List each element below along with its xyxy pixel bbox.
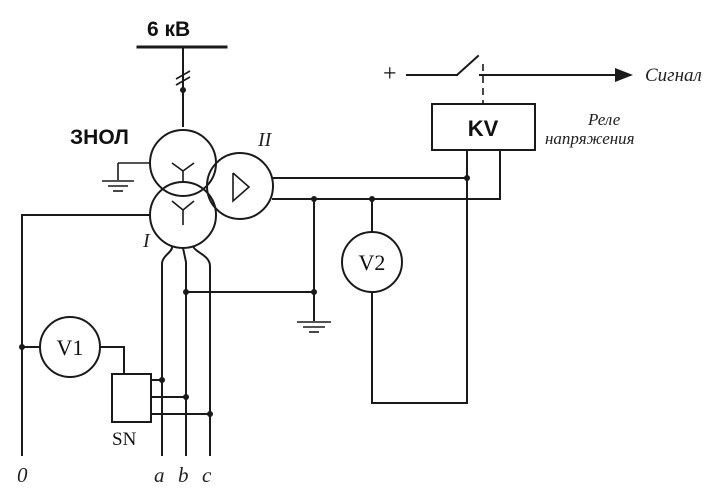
relay-caption-line2: напряжения <box>545 129 635 148</box>
wye-symbol-primary-icon <box>171 200 195 225</box>
ground-symbol-top-icon <box>102 180 134 192</box>
open-delta-symbol-icon <box>232 172 251 203</box>
ground-symbol-secondary-icon <box>297 321 331 333</box>
ground-link-node <box>311 289 317 295</box>
feed-break-mark-1 <box>175 70 191 80</box>
relay-caption-line1: Реле <box>587 110 621 129</box>
sn-node-c <box>207 411 213 417</box>
relay-contact-blade <box>455 54 480 77</box>
selector-switch-sn-label: SN <box>112 429 137 450</box>
feed-break-mark-2 <box>175 76 191 86</box>
voltmeter-v2-label: V2 <box>359 250 386 275</box>
relay-kv-label: KV <box>468 116 499 141</box>
feed-node <box>180 87 186 93</box>
phase-b-conductor <box>181 246 187 456</box>
supply-voltage-label: 6 кВ <box>147 18 190 41</box>
sn-node-a <box>159 377 165 383</box>
terminal-zero-label: 0 <box>17 463 28 487</box>
terminal-b-label: b <box>178 463 189 487</box>
wye-symbol-top-icon <box>171 162 195 183</box>
winding-primary-label: I <box>142 230 151 252</box>
voltmeter-v1-label: V1 <box>57 335 84 360</box>
phase-c-conductor <box>192 246 211 456</box>
terminal-c-label: c <box>202 463 212 487</box>
sn-node-b <box>183 394 189 400</box>
winding-secondary-label: II <box>257 129 273 151</box>
selector-switch-sn-box <box>111 373 152 423</box>
phase-a-conductor <box>161 246 174 456</box>
signal-plus-label: + <box>383 61 397 87</box>
transformer-name: ЗНОЛ <box>70 126 129 149</box>
terminal-a-label: a <box>154 463 165 487</box>
winding-secondary-circle <box>206 152 274 220</box>
signal-output-label: Сигнал <box>645 65 702 86</box>
signal-arrow-icon <box>615 68 633 82</box>
